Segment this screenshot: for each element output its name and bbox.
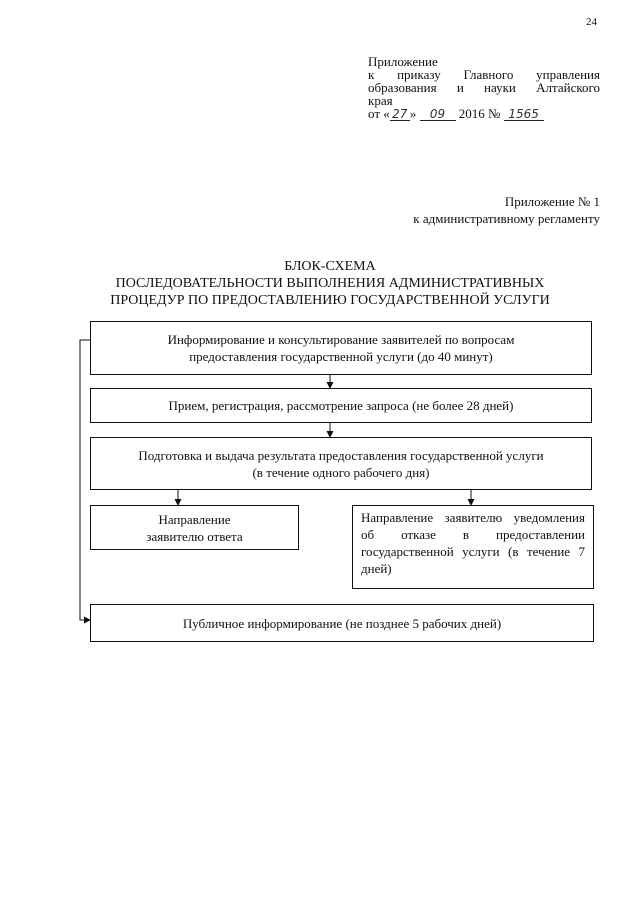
page-number: 24 <box>586 16 597 28</box>
step-reception-box: Прием, регистрация, рассмотрение запроса… <box>90 388 592 423</box>
regulation-appendix-line1: Приложение № 1 <box>504 194 600 209</box>
step-public-box: Публичное информирование (не позднее 5 р… <box>90 604 594 642</box>
order-appendix: Приложение к приказу Главного управления… <box>368 55 600 121</box>
order-appendix-title: Приложение <box>368 54 438 69</box>
order-date-line: от «27» 09 2016 № 1565 <box>368 107 600 121</box>
step-preparation-box: Подготовка и выдача результата предостав… <box>90 437 592 490</box>
schema-title-line2: ПОСЛЕДОВАТЕЛЬНОСТИ ВЫПОЛНЕНИЯ АДМИНИСТРА… <box>115 276 545 291</box>
order-appendix-line2: образования и науки Алтайского <box>368 80 600 95</box>
handwritten-month: 09 <box>419 108 456 121</box>
step-public-text: Публичное информирование (не позднее 5 р… <box>182 615 502 631</box>
step-refusal-box: Направление заявителю уведомления об отк… <box>352 505 594 589</box>
step-inform-line2: предоставления государственной услуги (д… <box>189 349 493 364</box>
step-inform-line1: Информирование и консультирование заявит… <box>167 332 515 347</box>
handwritten-day: 27 <box>389 108 410 121</box>
step-answer-box: Направление заявителю ответа <box>90 505 299 550</box>
handwritten-order-number: 1565 <box>503 108 544 121</box>
step-inform-box: Информирование и консультирование заявит… <box>90 321 592 375</box>
order-appendix-line3: края <box>368 93 393 108</box>
step-answer-line2: заявителю ответа <box>146 528 243 544</box>
arrow-inform-to-public <box>79 339 91 624</box>
regulation-appendix: Приложение № 1 к административному регла… <box>300 193 600 227</box>
date-prefix: от « <box>368 106 390 121</box>
order-appendix-line1: к приказу Главного управления <box>368 67 600 82</box>
schema-title-line3: ПРОЦЕДУР ПО ПРЕДОСТАВЛЕНИЮ ГОСУДАРСТВЕНН… <box>110 293 550 308</box>
step-refusal-text: Направление заявителю уведомления об отк… <box>361 510 585 576</box>
schema-title: БЛОК-СХЕМА ПОСЛЕДОВАТЕЛЬНОСТИ ВЫПОЛНЕНИЯ… <box>60 258 600 309</box>
step-preparation-line1: Подготовка и выдача результата предостав… <box>138 447 544 463</box>
step-preparation-line2: (в течение одного рабочего дня) <box>252 464 430 480</box>
date-mid: » <box>409 106 417 121</box>
step-reception-text: Прием, регистрация, рассмотрение запроса… <box>168 398 514 413</box>
regulation-appendix-line2: к административному регламенту <box>413 211 600 226</box>
step-answer-line1: Направление <box>158 511 231 527</box>
schema-title-line1: БЛОК-СХЕМА <box>284 259 376 274</box>
date-year: 2016 № <box>458 106 501 121</box>
